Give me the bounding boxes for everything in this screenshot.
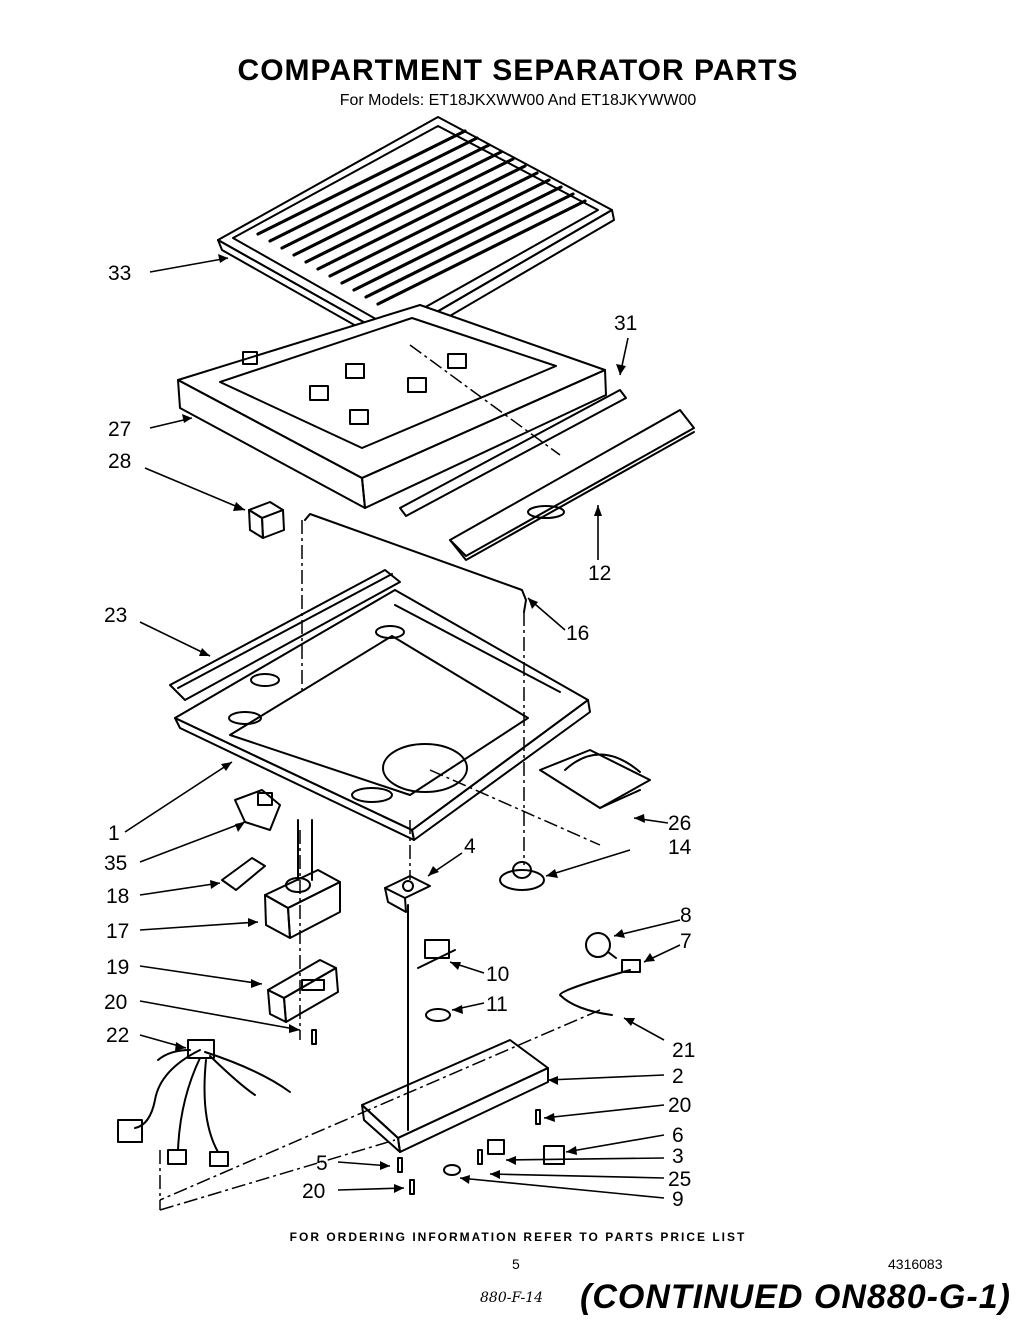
page-number: 5 [512,1256,520,1272]
part-plug [487,1139,505,1155]
callout-21: 21 [672,1039,695,1062]
part-damper [384,875,431,913]
callout-26: 26 [668,812,691,835]
part-separator-tray [177,304,607,509]
part-socket [621,959,641,973]
part-washer [425,1008,451,1022]
part-foam-insulation [539,749,651,809]
screws [311,1029,541,1195]
callout-20-c: 20 [302,1180,325,1203]
callout-1: 1 [108,822,120,845]
document-number: 4316083 [888,1256,943,1272]
handwritten-note: 880-F-14 [480,1290,544,1306]
callout-23: 23 [104,604,127,627]
callout-35: 35 [104,852,127,875]
callout-5: 5 [316,1152,328,1175]
callout-4: 4 [464,835,476,858]
callout-17: 17 [106,920,129,943]
part-thermostat [267,959,339,1023]
part-strip [399,389,627,517]
part-grille [217,116,615,349]
callout-25: 25 [668,1168,691,1191]
part-grommet [499,861,545,891]
page-title: COMPARTMENT SEPARATOR PARTS [237,54,799,87]
callout-22: 22 [106,1024,129,1047]
callout-12: 12 [588,562,611,585]
callout-7: 7 [680,930,692,953]
callout-16: 16 [566,622,589,645]
callout-3: 3 [672,1145,684,1168]
part-rod [304,513,527,613]
model-subtitle: For Models: ET18JKXWW00 And ET18JKYWW00 [339,92,697,109]
continued-note: (CONTINUED ON880-G-1) [580,1278,1011,1316]
part-light-bulb [585,932,617,959]
part-partition [174,589,591,841]
part-socket-wire [559,969,631,1016]
callout-6: 6 [672,1124,684,1147]
callout-28: 28 [108,450,131,473]
callout-2: 2 [672,1065,684,1088]
part-wiring-harness [117,1039,291,1167]
callout-18: 18 [106,885,129,908]
part-block [248,501,285,539]
part-relay [543,1145,565,1165]
part-control-housing [361,904,549,1153]
part-channel [449,409,695,561]
part-control-bracket [234,789,281,831]
callout-27: 27 [108,418,131,441]
callout-20-b: 20 [668,1094,691,1117]
callout-9: 9 [672,1188,684,1211]
callout-14: 14 [668,836,692,859]
callout-19: 19 [106,956,129,979]
part-bezel [221,857,266,891]
part-rail [169,569,401,701]
part-spacer [443,1164,461,1176]
part-housing [264,819,341,939]
callout-8: 8 [680,904,692,927]
callout-31: 31 [614,312,637,335]
callout-20-a: 20 [104,991,127,1014]
part-switch [417,939,456,969]
ordering-note: FOR ORDERING INFORMATION REFER TO PARTS … [289,1230,747,1244]
callout-33: 33 [108,262,131,285]
callout-10: 10 [486,963,509,986]
callout-11: 11 [486,993,508,1016]
